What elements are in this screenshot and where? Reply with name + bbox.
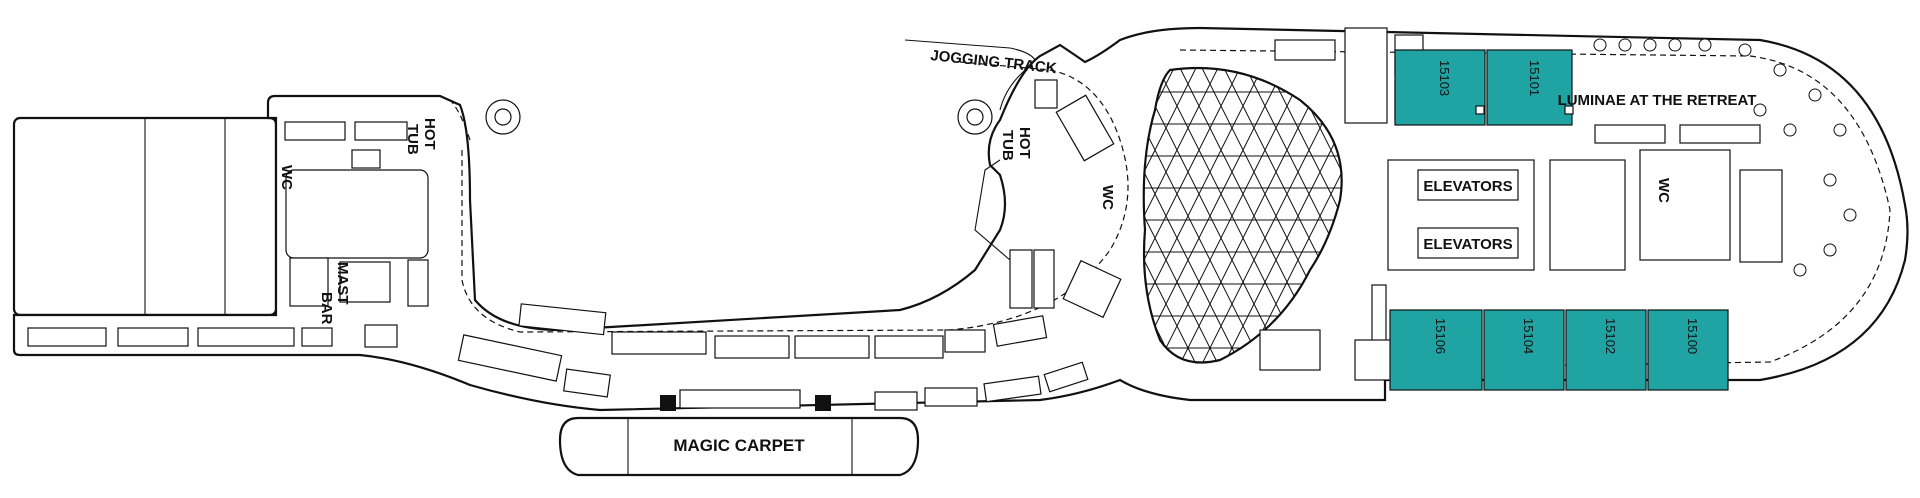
table-icon <box>1833 123 1847 137</box>
cabin-15104: 15104 <box>1521 318 1536 354</box>
table-icon <box>1823 173 1837 187</box>
dome-lattice-line <box>1253 68 1342 363</box>
table-icon <box>1823 243 1837 257</box>
table-icon <box>1843 208 1857 222</box>
mast-bar-area <box>285 169 429 307</box>
dome-lattice-line <box>1143 68 1215 363</box>
hot-tub-aft <box>485 99 521 135</box>
hot-tub-forward-label-1: HOT <box>1016 127 1033 159</box>
table-icon <box>1593 38 1607 52</box>
dome-lattice-line <box>1143 68 1193 363</box>
hot-tub-forward <box>957 99 993 135</box>
table-icon <box>1773 63 1787 77</box>
table-icon <box>1808 88 1822 102</box>
jogging-track-path <box>449 49 1891 369</box>
aft-deck-area <box>12 116 278 317</box>
hot-tub-forward-label-2: TUB <box>999 130 1016 161</box>
jogging-track-label: JOGGING TRACK <box>930 47 1058 77</box>
luminae-label: LUMINAE AT THE RETREAT <box>1558 92 1757 109</box>
dome-lattice-line <box>1143 68 1233 363</box>
hot-tub-aft-label-1: HOT <box>421 118 438 150</box>
suites-bottom <box>1389 309 1729 391</box>
dome-lattice-line <box>1914 40 1920 400</box>
dome-lattice-line <box>1143 68 1211 363</box>
mast-bar-label-1: MAST <box>334 262 351 305</box>
table-icon <box>1698 38 1712 52</box>
magic-carpet-label: MAGIC CARPET <box>673 436 805 455</box>
cabin-15101: 15101 <box>1527 60 1542 96</box>
mast-bar-label-2: BAR <box>318 292 335 325</box>
cabin-15106: 15106 <box>1433 318 1448 354</box>
luminae-tables <box>1593 38 1857 277</box>
table-icon <box>1618 38 1632 52</box>
cabin-15100: 15100 <box>1685 318 1700 354</box>
suites-top <box>1394 49 1574 126</box>
deck-chairs-aft <box>27 121 408 348</box>
magic-carpet-platform <box>558 395 920 477</box>
cabin-15103: 15103 <box>1437 60 1452 96</box>
table-icon <box>1793 263 1807 277</box>
table-icon <box>1783 123 1797 137</box>
wc-label-aft: WC <box>278 165 295 190</box>
dome-lattice-line <box>1143 68 1189 363</box>
table-icon <box>1668 38 1682 52</box>
deck-chairs-midship <box>457 79 1122 411</box>
table-icon <box>1753 103 1767 117</box>
elevators-label-2: ELEVATORS <box>1423 236 1512 253</box>
table-icon <box>1643 38 1657 52</box>
wc-label-mid: WC <box>1099 185 1116 210</box>
wc-label-forward: WC <box>1655 178 1672 203</box>
hot-tub-aft-label-2: TUB <box>404 124 421 155</box>
elevators-label-1: ELEVATORS <box>1423 178 1512 195</box>
table-icon <box>1738 43 1752 57</box>
cabin-15102: 15102 <box>1603 318 1618 354</box>
